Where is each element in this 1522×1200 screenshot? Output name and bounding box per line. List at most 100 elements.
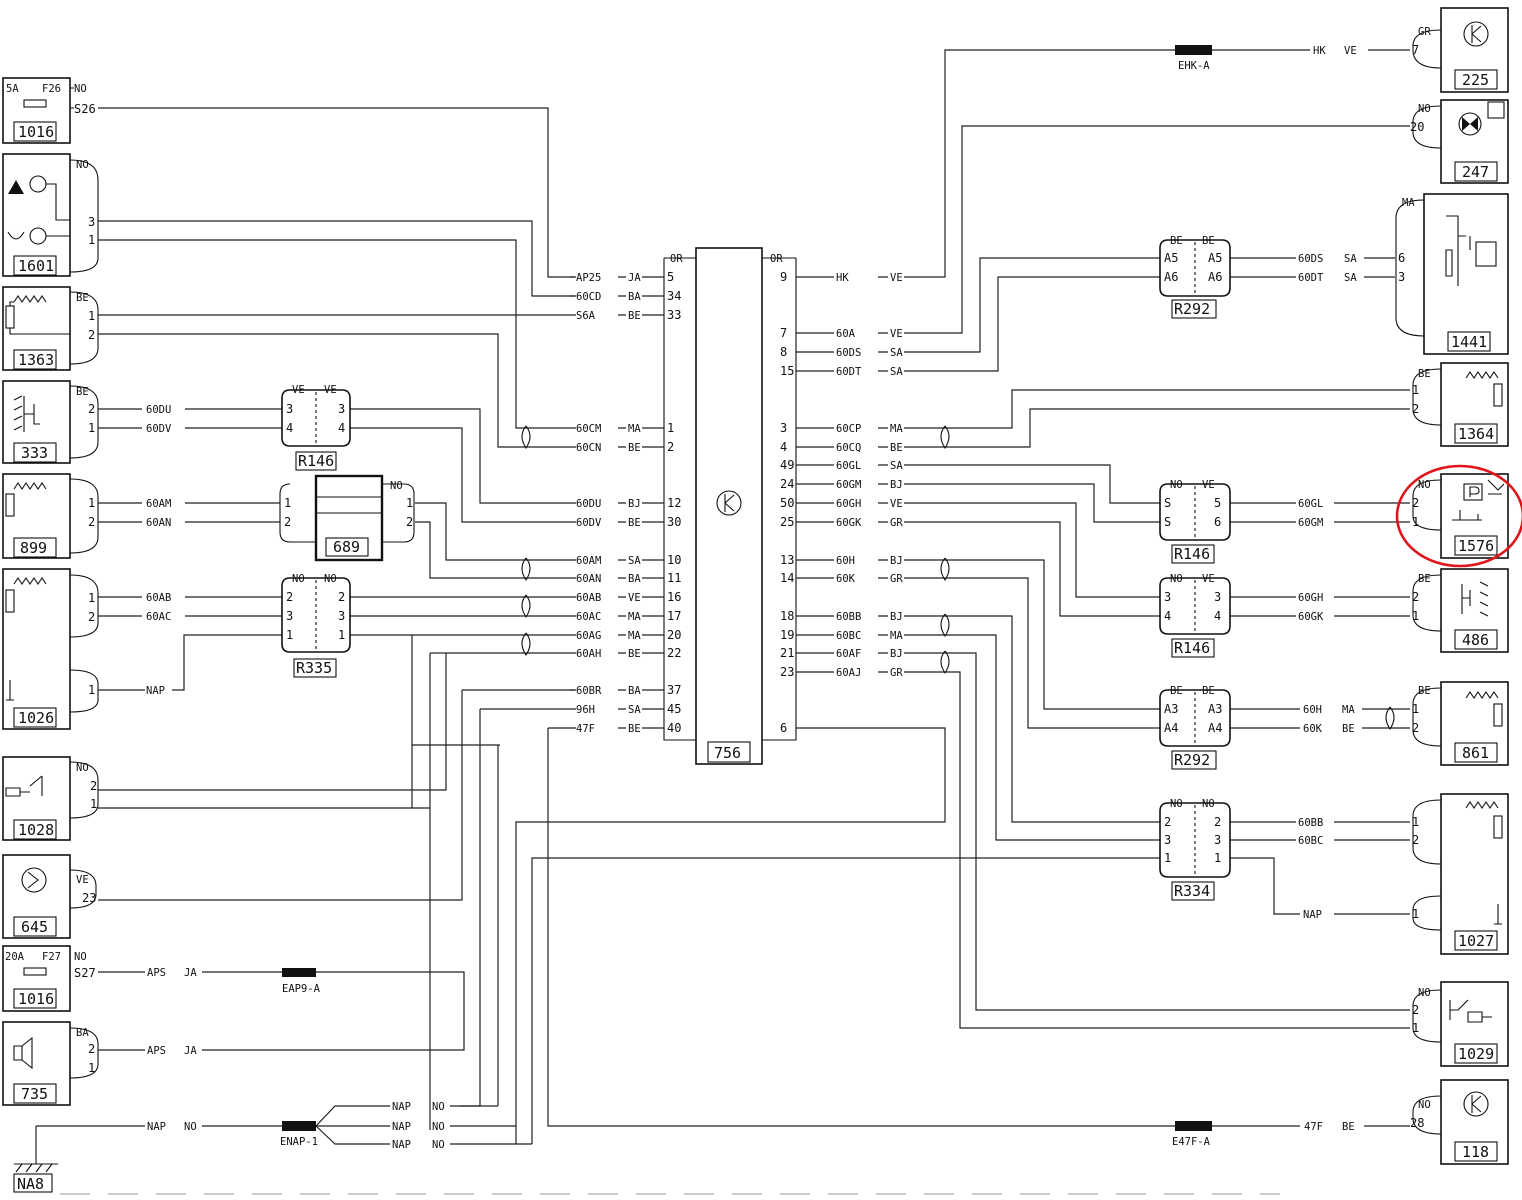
wire-color: SA: [1344, 272, 1357, 284]
sensor-icon: [1493, 815, 1503, 839]
component-1028[interactable]: NO 2 1 1028: [2, 756, 99, 841]
component-1441[interactable]: MA 6 3 1441: [1395, 193, 1509, 355]
component-1363[interactable]: BE 1 2 1363: [2, 286, 99, 371]
pin-label: 23: [780, 665, 794, 679]
ecu-756[interactable]: OR OR 756: [663, 247, 797, 765]
pin-label: 3: [1164, 590, 1171, 604]
pin-label: 7: [1412, 43, 1419, 57]
wire-color: NO: [432, 1101, 445, 1113]
component-247[interactable]: NO 20 247: [1410, 99, 1509, 184]
wire-color: MA: [1342, 704, 1355, 716]
pin-label: 24: [780, 477, 794, 491]
component-899[interactable]: 1 2 899: [2, 473, 99, 559]
pin-label: 1: [338, 628, 345, 642]
pin-label: 14: [780, 571, 794, 585]
pin-label: A4: [1164, 721, 1178, 735]
speaker-icon: [13, 1036, 33, 1070]
connector-color: VE: [292, 384, 305, 396]
component-1601[interactable]: NO 3 1 1601: [2, 153, 99, 277]
pin-label: 1: [286, 628, 293, 642]
pin-label: 3: [1214, 590, 1221, 604]
component-333[interactable]: BE 2 1 333: [2, 380, 99, 464]
pin-label: 17: [667, 609, 681, 623]
component-1029[interactable]: NO 2 1 1029: [1412, 981, 1509, 1067]
component-225[interactable]: GR 7 225: [1412, 7, 1509, 93]
pin-label: 45: [667, 702, 681, 716]
pin-label: 13: [780, 553, 794, 567]
wire-label: 60K: [836, 573, 856, 585]
wire-color: BE: [628, 310, 641, 322]
connector-color: OR: [770, 253, 783, 265]
connector-r146-lower[interactable]: NO VE 3 4 3 4 R146: [1159, 573, 1231, 658]
resistor-icon: [13, 295, 47, 303]
pin-label: 3: [1398, 270, 1405, 284]
wire-label: 60GL: [836, 460, 861, 472]
pin-label: 6: [1398, 251, 1405, 265]
pin-label: 37: [667, 683, 681, 697]
component-1027[interactable]: 1 2 1 1027: [1412, 793, 1509, 955]
resistor-icon: [1465, 691, 1499, 699]
connector-r292-bottom[interactable]: BE BE A3 A4 A3 A4 R292: [1159, 685, 1231, 770]
wire-label: 60DU: [576, 498, 601, 510]
wire-color: NO: [432, 1121, 445, 1133]
component-861[interactable]: BE 1 2 861: [1412, 681, 1509, 766]
connector-r146-mid[interactable]: NO VE S S 5 6 R146: [1159, 479, 1231, 564]
pin-label: 3: [88, 215, 95, 229]
wire-label: 60AB: [146, 592, 171, 604]
component-486[interactable]: BE 2 1 486: [1412, 568, 1509, 653]
component-number: 1029: [1458, 1045, 1494, 1063]
component-1364[interactable]: BE 1 2 1364: [1412, 362, 1509, 447]
pin-label: A6: [1164, 270, 1178, 284]
connector-r146-left[interactable]: VE VE 3 4 3 4 R146: [281, 384, 351, 471]
wire-label: 60CN: [576, 442, 601, 454]
pin-label: 1: [88, 496, 95, 510]
wire-color: BE: [628, 648, 641, 660]
component-735[interactable]: BA 2 1 735: [2, 1021, 99, 1106]
connector-color: VE: [1202, 479, 1215, 491]
connector-r334[interactable]: NO NO 2 3 1 2 3 1 R334: [1159, 798, 1231, 901]
component-1576[interactable]: NO 2 1 1576: [1412, 473, 1509, 559]
splice-enap: ENAP-1: [280, 1121, 318, 1148]
wire-label: 60AF: [836, 648, 861, 660]
connector-r292-top[interactable]: BE BE A5 A6 A5 A6 R292: [1159, 235, 1231, 319]
wire-label: 60AC: [146, 611, 171, 623]
ground-icon: [6, 680, 14, 701]
connector-color: NO: [76, 762, 89, 774]
component-689[interactable]: 1 2 NO 1 2 689: [279, 474, 415, 562]
component-1026[interactable]: 1 2 1 1026: [2, 568, 99, 730]
pin-label: 19: [780, 628, 794, 642]
wire-label: 60CQ: [836, 442, 861, 454]
switch-icon: [1452, 510, 1482, 521]
connector-color: GR: [1418, 26, 1431, 38]
connector-r335[interactable]: NO NO 2 3 1 2 3 1 R335: [281, 573, 351, 678]
component-645[interactable]: VE 23 645: [2, 854, 97, 939]
component-118[interactable]: NO 28 118: [1410, 1079, 1509, 1165]
pin-label: 1: [284, 496, 291, 510]
component-number: 689: [333, 538, 360, 556]
relay-icon: [1445, 215, 1471, 286]
connector-color: BE: [1202, 685, 1215, 697]
connector-color: BE: [1418, 573, 1431, 585]
pin-label: 2: [1412, 1003, 1419, 1017]
ecu-icon: [1463, 1091, 1489, 1117]
wire-label: 60CP: [836, 423, 861, 435]
connector-color: BE: [76, 386, 89, 398]
component-number: 645: [21, 918, 48, 936]
connector-color: NO: [1418, 987, 1431, 999]
component-1016-b[interactable]: 20A F27 1016 NO S27: [2, 945, 96, 1012]
wire-color: BJ: [890, 479, 903, 491]
pin-label: 16: [667, 590, 681, 604]
component-1016-a[interactable]: 5A F26 1016 NO S26: [2, 77, 96, 144]
component-number: 1016: [18, 990, 54, 1008]
seat-icon: [8, 180, 24, 194]
